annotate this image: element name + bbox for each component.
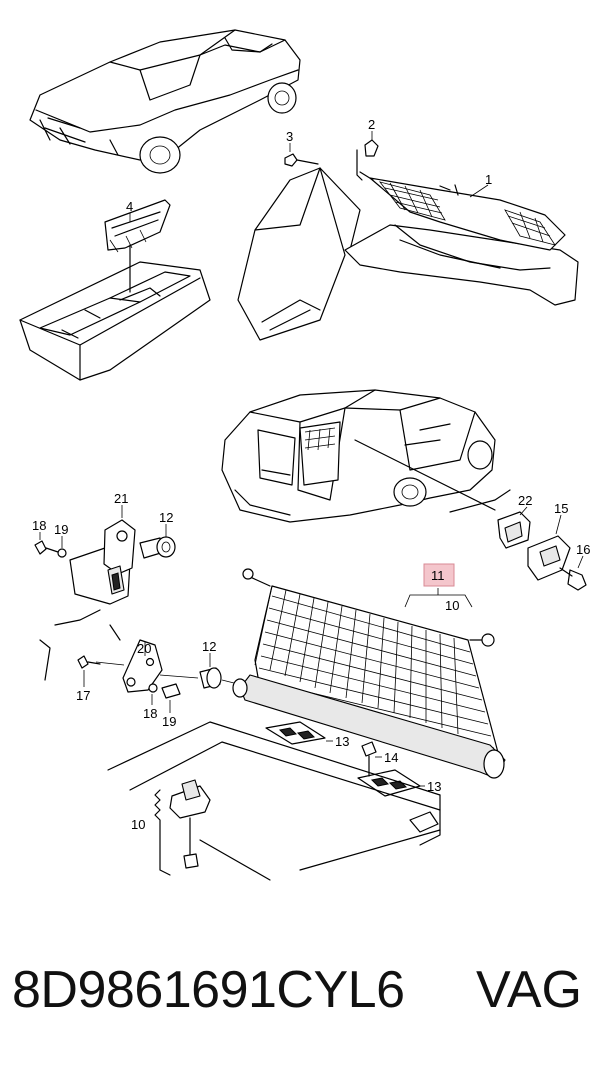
callout-14: 14 [384,750,398,765]
callout-3: 3 [286,129,293,144]
upper-left-bracket-group [34,519,176,605]
rear-shelf-interior-illustration [237,167,579,341]
callout-19-upper: 19 [54,522,68,537]
screw-and-clip-parts [284,139,379,181]
sedan-car-illustration [29,29,301,174]
callout-15: 15 [554,501,568,516]
callout-4: 4 [126,199,133,214]
callout-13-left: 13 [335,734,349,749]
callout-10-anchor: 10 [131,817,145,832]
callout-17: 17 [76,688,90,703]
lower-left-bracket-group [39,609,239,699]
footer: 8D9861691CYL6 VAG [0,960,600,1040]
brand-label: VAG [476,961,582,1019]
partition-net-illustration [232,568,506,779]
parts-diagram: 1 2 3 4 21 12 18 19 22 15 16 11 10 20 12… [19,29,590,881]
callout-16: 16 [576,542,590,557]
upper-net-mesh [378,181,556,246]
callout-10-net: 10 [445,598,459,613]
right-mount-brackets [449,489,587,591]
callout-18-upper: 18 [32,518,46,533]
part-number: 8D9861691CYL6 [12,961,405,1019]
callout-2: 2 [368,117,375,132]
callout-11-highlight [423,563,455,587]
callout-11: 11 [431,568,445,583]
callout-1: 1 [485,172,492,187]
callout-labels: 1 2 3 4 21 12 18 19 22 15 16 11 10 20 12… [32,117,590,832]
callout-20: 20 [137,641,151,656]
callout-18-lower: 18 [143,706,157,721]
callout-13-right: 13 [427,779,441,794]
estate-car-illustration [221,389,496,523]
cargo-floor-illustration [107,721,441,881]
callout-22: 22 [518,493,532,508]
floor-brackets [265,721,421,797]
console-tray-illustration [19,199,211,381]
estate-net-mesh [304,427,336,451]
callout-12-upper: 12 [159,510,173,525]
callout-12-lower: 12 [202,639,216,654]
leader-lines [39,131,584,787]
callout-21: 21 [114,491,128,506]
callout-19-lower: 19 [162,714,176,729]
